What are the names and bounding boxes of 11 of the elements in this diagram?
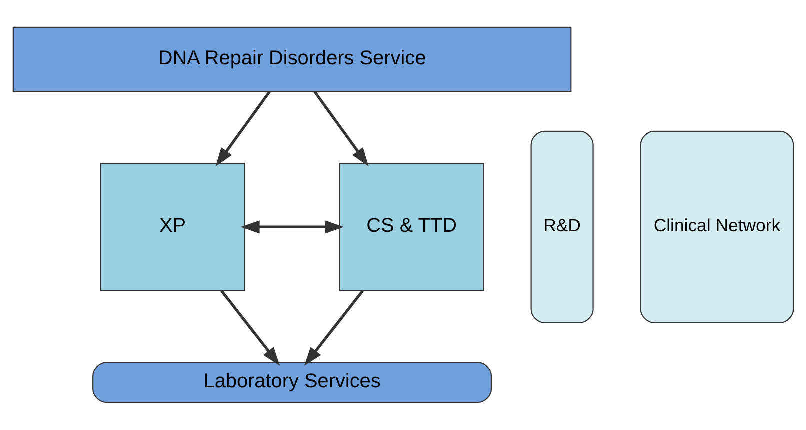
node-box: DNA Repair Disorders Service (12, 26, 572, 92)
node-box: Laboratory Services (92, 362, 492, 404)
arrow (313, 90, 368, 167)
arrow (240, 220, 344, 234)
arrow (304, 290, 364, 366)
arrow (220, 290, 280, 366)
node-box: R&D (530, 130, 594, 324)
node-box: Clinical Network (640, 130, 794, 324)
node-box: CS & TTD (338, 163, 484, 292)
node-box: XP (100, 163, 245, 292)
arrow (215, 90, 270, 167)
